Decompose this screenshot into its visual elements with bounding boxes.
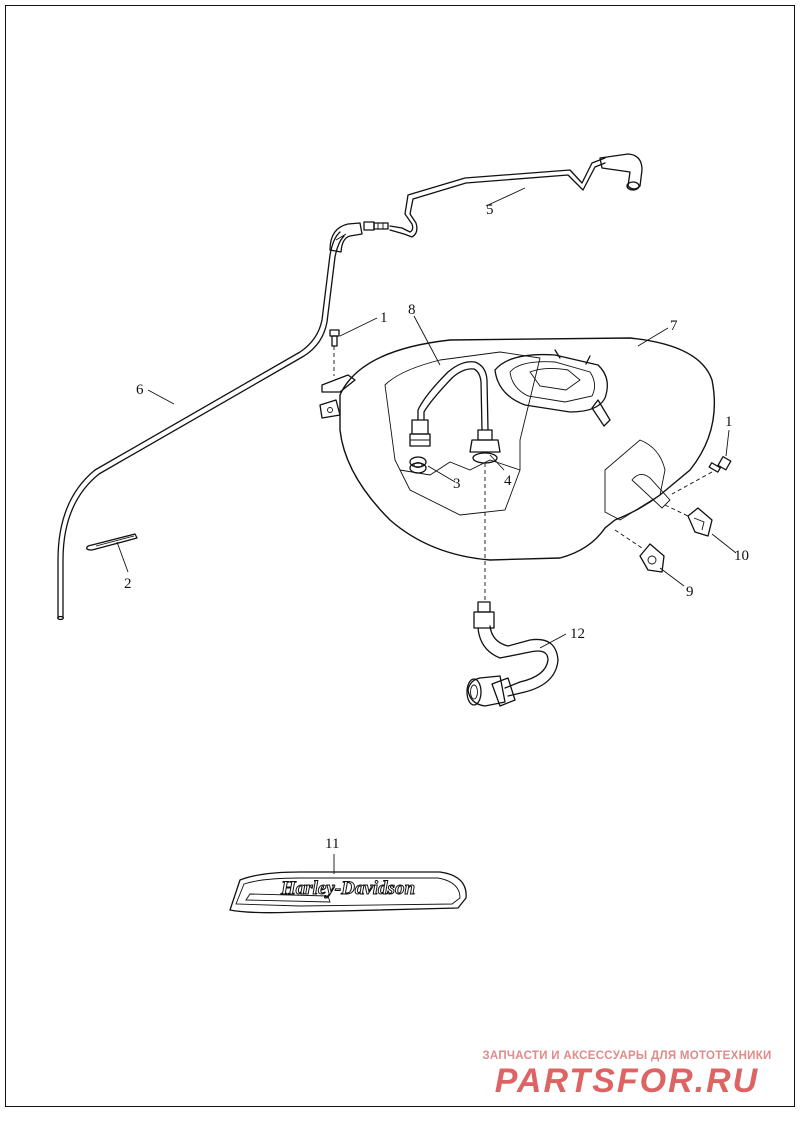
callout-8: 8 [408,302,416,318]
part-8-fuel-line [409,361,501,464]
callout-9: 9 [686,584,694,600]
callout-12: 12 [570,626,585,642]
part-10-clip [664,504,713,537]
part-1-screw-upper [329,329,340,376]
watermark-tagline: ЗАПЧАСТИ И АКСЕССУАРЫ ДЛЯ МОТОТЕХНИКИ [482,1050,772,1062]
part-12-fuel-hose [466,601,559,707]
callout-1-upper: 1 [380,310,388,326]
callout-10: 10 [734,548,749,564]
part-11-emblem-badge: Harley-Davidson [229,871,467,914]
part-7-fuel-tank [319,337,716,561]
part-5-vent-line [389,153,643,238]
part-1-screw-right [671,456,732,495]
callout-5: 5 [486,202,494,218]
callout-2: 2 [124,576,132,592]
part-2-cotter-pin [86,533,138,551]
leader-lines [116,187,737,874]
watermark-logo: PARTSFOR.RU [494,1062,760,1100]
emblem-text: Harley-Davidson [280,878,415,899]
callout-1-right: 1 [725,414,733,430]
callout-4: 4 [504,473,512,489]
callout-6: 6 [136,382,144,398]
callout-7: 7 [670,318,678,334]
tube-connector [363,221,389,231]
watermark: ЗАПЧАСТИ И АКСЕССУАРЫ ДЛЯ МОТОТЕХНИКИ PA… [472,1050,782,1100]
diagram-frame [5,5,795,1107]
part-6-vent-tube [57,222,363,621]
part-3-o-ring [409,456,427,474]
callout-3: 3 [453,476,461,492]
part-9-clip [614,529,665,573]
callout-11: 11 [325,836,339,852]
